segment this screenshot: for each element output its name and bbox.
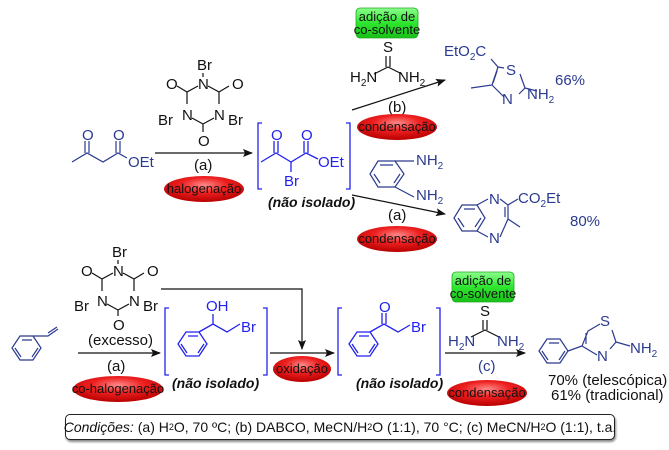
svg-text:co-solvente: co-solvente <box>354 22 420 37</box>
atom-O: O <box>113 127 125 144</box>
svg-text:condensação: condensação <box>448 385 525 400</box>
svg-text:EtO2C: EtO2C <box>444 43 486 63</box>
svg-text:H2N: H2N <box>448 333 475 353</box>
intermediate-bromo-ketoester: O O OEt Br (não isolado) <box>257 122 355 210</box>
atom-N: N <box>182 107 193 124</box>
excess-note: (excesso) <box>88 332 153 349</box>
svg-text:NH2: NH2 <box>630 340 658 360</box>
atom-N: N <box>489 191 500 208</box>
svg-text:NH2: NH2 <box>416 187 444 207</box>
atom-S: S <box>383 39 393 56</box>
atom-N: N <box>597 348 608 365</box>
atom-Br: Br <box>143 298 158 315</box>
atom-Br: Br <box>112 244 127 261</box>
atom-O: O <box>81 263 93 280</box>
atom-S: S <box>480 303 490 320</box>
thiourea-reagent-1: S H2N NH2 <box>350 39 426 89</box>
atom-Br: Br <box>228 112 243 129</box>
atom-O: O <box>198 133 210 150</box>
atom-N: N <box>113 263 124 280</box>
styrene <box>11 326 59 361</box>
atom-N: N <box>129 293 140 310</box>
svg-text:NH2: NH2 <box>527 86 555 106</box>
quinoxaline-product: N N CO2Et 80% <box>453 190 600 247</box>
pill-condensation-b: condensação <box>357 114 437 140</box>
not-isolated-caption: (não isolado) <box>356 375 443 391</box>
not-isolated-caption: (não isolado) <box>172 375 259 391</box>
group-OH: OH <box>206 298 229 315</box>
o-phenylenediamine-reagent: NH2 NH2 <box>369 152 444 207</box>
ethyl-acetoacetate: O O OEt <box>71 127 155 171</box>
atom-Br: Br <box>197 57 212 74</box>
atom-Br: Br <box>411 319 426 336</box>
step-label: (a) <box>194 157 212 174</box>
svg-text:adição de: adição de <box>455 273 511 288</box>
pill-oxidation: oxidação <box>273 356 331 382</box>
green-tag-cosolvent-2: adição de co-solvente <box>450 271 516 303</box>
pill-halogenation: halogenação <box>164 176 244 202</box>
svg-text:co-halogenação: co-halogenação <box>72 381 165 396</box>
yield: 80% <box>570 213 600 230</box>
group-OEt: OEt <box>318 154 345 171</box>
green-tag-cosolvent-1: adição de co-solvente <box>354 7 420 39</box>
atom-N: N <box>214 107 225 124</box>
atom-N: N <box>502 91 513 108</box>
tbca-reagent-2: Br N O O N N Br Br O (excesso) <box>74 244 159 349</box>
intermediate-phenacyl-bromide: O Br (não isolado) <box>337 299 443 391</box>
conditions-label: Condições: <box>63 419 134 435</box>
tbca-reagent-1: Br N O O N N Br Br O <box>158 57 244 150</box>
step-label: (a) <box>107 358 125 375</box>
svg-text:NH2: NH2 <box>416 152 444 172</box>
step-label: (c) <box>478 358 496 375</box>
intermediate-bromohydrin: OH Br (não isolado) <box>164 298 268 391</box>
svg-text:co-solvente: co-solvente <box>450 286 516 301</box>
atom-O: O <box>147 263 159 280</box>
atom-O: O <box>113 317 125 334</box>
atom-Br: Br <box>158 112 173 129</box>
yield: 66% <box>555 72 585 89</box>
atom-O: O <box>271 127 283 144</box>
tbca-to-oxidation-connector <box>161 288 306 350</box>
yield-telescoped: 70% (telescópica) <box>548 372 667 389</box>
pill-condensation-c: condensação <box>447 380 527 406</box>
pill-cohalogenation: co-halogenação <box>72 376 165 402</box>
svg-text:adição de: adição de <box>359 9 415 24</box>
atom-O: O <box>82 127 94 144</box>
atom-S: S <box>506 62 516 79</box>
svg-text:NH2: NH2 <box>497 333 525 353</box>
atom-Br: Br <box>284 173 299 190</box>
step-label: (a) <box>388 207 406 224</box>
svg-text:H2N: H2N <box>350 69 377 89</box>
not-isolated-caption: (não isolado) <box>268 194 355 210</box>
atom-N: N <box>97 293 108 310</box>
svg-text:halogenação: halogenação <box>167 181 241 196</box>
svg-text:NH2: NH2 <box>398 69 426 89</box>
aminothiazole-ester-product: EtO2C S N NH2 66% <box>444 43 585 108</box>
atom-S: S <box>600 313 610 330</box>
svg-text:condensação: condensação <box>358 119 435 134</box>
group-OEt: OEt <box>128 154 155 171</box>
yield-traditional: 61% (tradicional) <box>551 387 664 404</box>
thiourea-reagent-2: S H2N NH2 <box>448 303 525 353</box>
reaction-arrow-a <box>351 194 446 217</box>
atom-Br: Br <box>74 298 89 315</box>
atom-N: N <box>489 230 500 247</box>
reaction-arrow-b <box>351 78 446 111</box>
atom-O: O <box>232 76 244 93</box>
pill-condensation-a: condensação <box>357 226 437 252</box>
svg-text:condensação: condensação <box>358 231 435 246</box>
step-label: (b) <box>388 99 406 116</box>
atom-O: O <box>166 76 178 93</box>
atom-O: O <box>301 127 313 144</box>
atom-O: O <box>379 299 391 316</box>
atom-Br: Br <box>241 319 256 336</box>
aminophenylthiazole-product: S N NH2 70% (telescópica) 61% (tradicion… <box>538 313 667 404</box>
atom-N: N <box>198 76 209 93</box>
svg-text:CO2Et: CO2Et <box>518 190 561 210</box>
svg-text:oxidação: oxidação <box>276 361 328 376</box>
